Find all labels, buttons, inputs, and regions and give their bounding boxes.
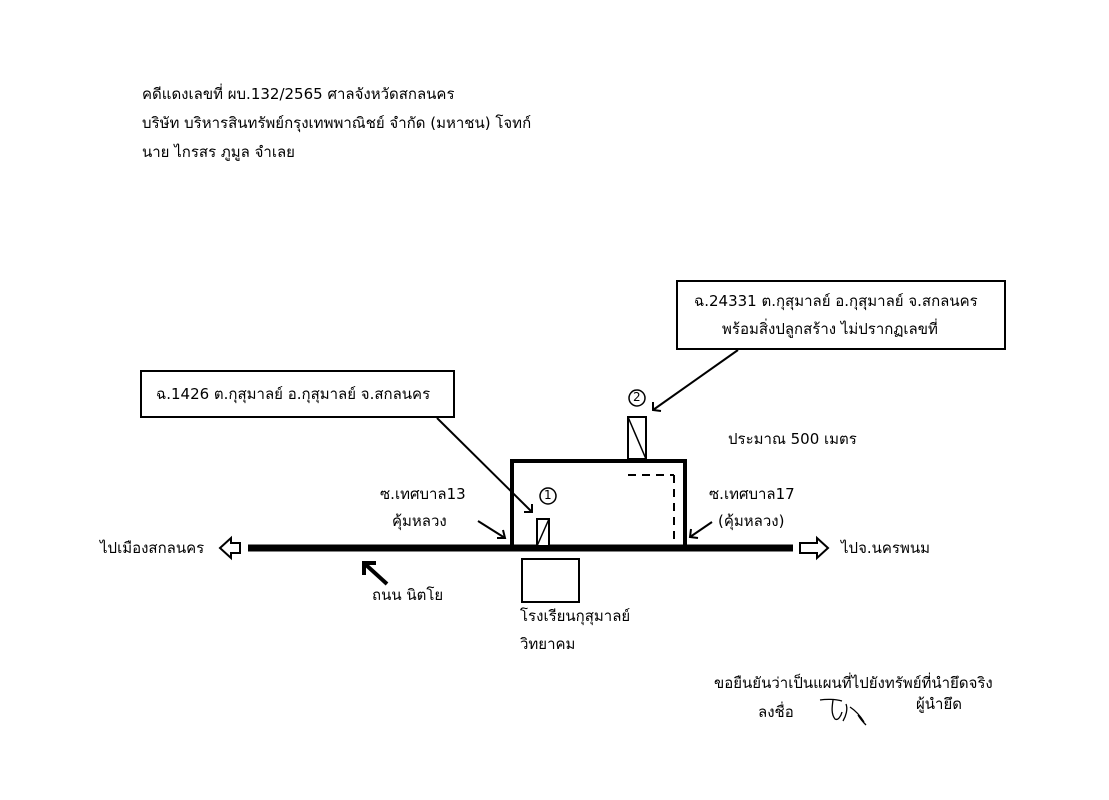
parcel1-leader-line bbox=[436, 417, 533, 513]
parcel2-callout-line2: พร้อมสิ่งปลูกสร้าง ไม่ปรากฏเลขที่ bbox=[722, 320, 938, 338]
school-label-line1: โรงเรียนกุสุมาลย์ bbox=[520, 607, 631, 625]
parcel2-callout-line1: ฉ.24331 ต.กุสุมาลย์ อ.กุสุมาลย์ จ.สกลนคร bbox=[694, 292, 978, 310]
soi13-label-line1: ซ.เทศบาล13 bbox=[380, 485, 466, 503]
direction-left-label: ไปเมืองสกลนคร bbox=[100, 539, 205, 557]
road-name-label: ถนน นิตโย bbox=[372, 586, 444, 604]
distance-label: ประมาณ 500 เมตร bbox=[728, 430, 857, 448]
road-pointer-arrowhead bbox=[362, 561, 376, 575]
road-pointer-line bbox=[363, 562, 389, 586]
soi17-label-line1: ซ.เทศบาล17 bbox=[709, 485, 795, 503]
soi13-pointer-line bbox=[477, 520, 506, 539]
school-label-line2: วิทยาคม bbox=[520, 635, 576, 653]
parcel1-callout-text: ฉ.1426 ต.กุสุมาลย์ อ.กุสุมาลย์ จ.สกลนคร bbox=[156, 385, 431, 403]
soi13-label-line2: คุ้มหลวง bbox=[392, 512, 447, 530]
soi17-label-line2: (คุ้มหลวง) bbox=[718, 512, 785, 530]
direction-right-label: ไปจ.นครพนม bbox=[841, 539, 930, 557]
parcel2-leader-arrowhead bbox=[652, 402, 662, 412]
school-building bbox=[521, 558, 580, 603]
soi17-pointer-line bbox=[689, 521, 713, 538]
marker2-label: 2 bbox=[633, 390, 641, 404]
soi13-pointer-arrowhead bbox=[497, 529, 507, 539]
header-plaintiff: บริษัท บริหารสินทรัพย์กรุงเทพพาณิชย์ จำก… bbox=[142, 114, 532, 132]
footer-confirmation: ขอยืนยันว่าเป็นแผนที่ไปยังทรัพย์ที่นำยึด… bbox=[714, 674, 993, 692]
signature bbox=[819, 698, 867, 726]
parcel2-leader-line bbox=[652, 349, 739, 411]
marker1-circle bbox=[539, 487, 557, 505]
marker2-circle bbox=[628, 389, 646, 407]
marker1-label: 1 bbox=[544, 488, 552, 502]
right-direction-arrow-icon bbox=[799, 535, 830, 561]
footer-signer-role: ผู้นำยึด bbox=[916, 695, 962, 713]
footer-sign-label: ลงชื่อ bbox=[758, 703, 794, 721]
parcel1-marker-hatch bbox=[536, 518, 550, 547]
parcel1-leader-arrowhead bbox=[524, 504, 533, 513]
soi17-pointer-arrowhead bbox=[688, 528, 699, 539]
parcel2-marker-hatch bbox=[627, 416, 647, 460]
area-block bbox=[510, 459, 687, 549]
parcel2-callout: ฉ.24331 ต.กุสุมาลย์ อ.กุสุมาลย์ จ.สกลนคร… bbox=[676, 280, 1006, 350]
left-direction-arrow-icon bbox=[218, 535, 241, 561]
header-defendant: นาย ไกรสร ภูมูล จำเลย bbox=[142, 143, 295, 161]
parcel1-callout: ฉ.1426 ต.กุสุมาลย์ อ.กุสุมาลย์ จ.สกลนคร bbox=[140, 370, 455, 418]
header-case-number: คดีแดงเลขที่ ผบ.132/2565 ศาลจังหวัดสกลนค… bbox=[142, 85, 455, 103]
